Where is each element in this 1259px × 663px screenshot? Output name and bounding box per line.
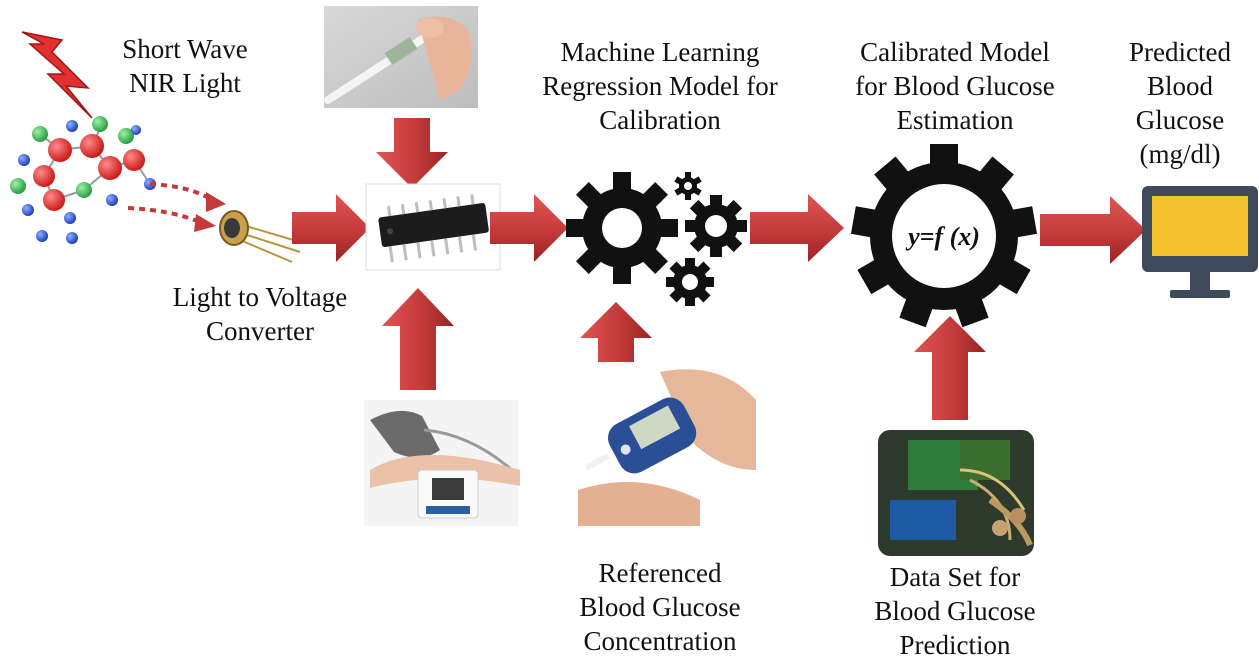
label-line: Glucose [1135,105,1225,135]
label-line: Light to Voltage [172,282,348,312]
label-referenced-glucose: Referenced Blood Glucose Concentration [540,556,780,658]
lightning-bolt-icon [21,31,93,119]
label-light-to-voltage: Light to Voltage Converter [140,280,380,348]
glucometer-photo [574,362,760,526]
label-dataset: Data Set for Blood Glucose Prediction [835,560,1075,662]
label-line: Calibrated Model [860,37,1050,67]
arrow-bp-to-chip [382,288,454,390]
gears-icon [566,172,747,306]
arrow-gears-to-formula [750,194,844,262]
label-line: Blood Glucose [874,596,1036,626]
label-line: Regression Model for [542,71,778,101]
label-line: Concentration [583,626,737,656]
molecule-icon [10,116,156,244]
label-line: Referenced [598,558,722,588]
arrow-chip-to-gears [490,194,568,262]
label-line: NIR Light [129,68,241,98]
label-line: Predicted [1129,37,1231,67]
label-line: Calibration [599,105,721,135]
label-line: Blood [1146,71,1213,101]
label-ml-model: Machine Learning Regression Model for Ca… [510,35,810,137]
label-line: Prediction [899,630,1011,660]
arrow-thermometer-to-chip [376,118,448,188]
label-line: Short Wave [122,34,248,64]
label-line: Estimation [896,105,1014,135]
arrow-dataset-to-formula [914,316,986,420]
arrow-formula-to-monitor [1040,196,1146,264]
formula-text: y=f (x) [908,222,980,251]
label-calibrated-model: Calibrated Model for Blood Glucose Estim… [825,35,1085,137]
label-line: Blood Glucose [579,592,741,622]
thermometer-photo [324,6,478,108]
formula-gear-icon [850,144,1038,328]
arrow-sensor-to-chip [292,194,370,262]
label-line: (mg/dl) [1139,139,1221,169]
monitor-icon [1142,186,1258,298]
blood-pressure-monitor-photo [364,400,520,526]
label-predicted-glucose: Predicted Blood Glucose (mg/dl) [1120,35,1240,171]
circuit-board-photo [878,430,1034,556]
photodiode-icon [219,210,301,263]
label-line: Machine Learning [560,37,760,67]
label-nir-light: Short Wave NIR Light [90,32,280,100]
label-line: Converter [206,316,314,346]
microcontroller-chip-icon [365,183,501,271]
label-line: Data Set for [889,562,1021,592]
label-line: for Blood Glucose [855,71,1055,101]
